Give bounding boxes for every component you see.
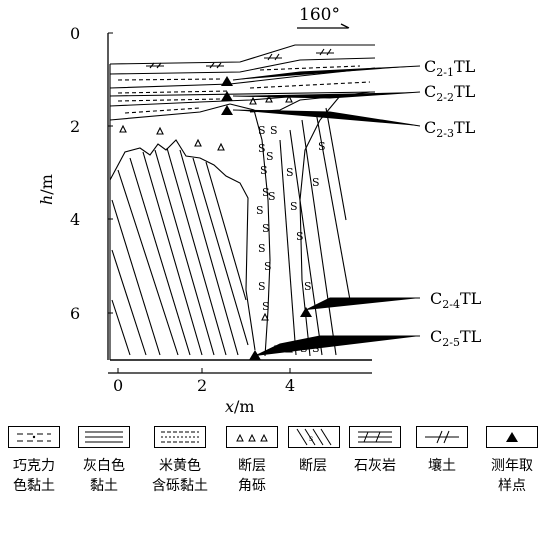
svg-text:S: S (258, 280, 266, 293)
sampling-point-icon (486, 426, 538, 448)
orientation-indicator: 160° (297, 5, 350, 29)
svg-text:S: S (318, 140, 326, 153)
sample-label-c2-4: C2-4TL (430, 289, 482, 311)
svg-text:S: S (290, 200, 298, 213)
sampling-points: C2-1TL C2-2TL C2-3TL C2-4TL C2-5TL (221, 57, 482, 360)
section-profile (109, 44, 376, 361)
svg-text:S: S (260, 164, 268, 177)
soil-marks (146, 48, 334, 69)
y-tick-2: 2 (70, 117, 80, 136)
svg-text:S: S (262, 186, 270, 199)
sample-point-c2-5 (249, 350, 261, 360)
svg-text:S: S (262, 222, 270, 235)
y-tick-4: 4 (70, 210, 80, 229)
legend-item-limestone: 石灰岩 (346, 426, 404, 476)
legend-item-sampling-point: 测年取样点 (482, 426, 542, 496)
legend-item-fault: s 断层 (288, 426, 340, 476)
legend-item-fault-breccia: 断层角砾 (222, 426, 282, 496)
svg-text:S: S (312, 176, 320, 189)
svg-text:S: S (258, 124, 266, 137)
limestone-bedding (111, 107, 351, 356)
svg-text:S: S (266, 150, 274, 163)
y-axis: 0 2 4 6 h/m (37, 24, 113, 360)
svg-text:S: S (286, 166, 294, 179)
sample-point-c2-4 (300, 307, 312, 317)
orientation-label: 160° (299, 5, 340, 25)
x-axis: 0 2 4 x/m (108, 368, 372, 416)
beige-gravelly-clay-icon (154, 426, 206, 448)
sample-label-c2-2: C2-2TL (424, 82, 476, 104)
y-axis-label: h/m (37, 174, 56, 205)
x-tick-2: 2 (197, 376, 207, 395)
sample-point-c2-2 (221, 91, 233, 101)
sample-point-c2-3 (221, 105, 233, 115)
fault-breccia-icon (226, 426, 278, 448)
legend-item-chocolate-clay: 巧克力色黏土 (4, 426, 64, 496)
geologic-section-diagram: 160° 0 2 4 6 h/m 0 2 4 x/m (37, 5, 482, 416)
svg-text:S: S (258, 142, 266, 155)
legend-item-beige-gravelly-clay: 米黄色含砾黏土 (146, 426, 214, 496)
y-tick-6: 6 (70, 304, 80, 323)
chocolate-clay-icon (8, 426, 60, 448)
legend-item-soil: 壤土 (414, 426, 470, 476)
sample-label-c2-5: C2-5TL (430, 327, 482, 349)
sample-label-c2-1: C2-1TL (424, 57, 476, 79)
fault-icon: s (288, 426, 340, 448)
legend-item-gray-white-clay: 灰白色黏土 (74, 426, 134, 496)
legend: 巧克力色黏土 灰白色黏土 米黄色含砾黏土 断层角砾 s 断层 石灰岩 壤土 (0, 426, 556, 536)
svg-text:S: S (268, 190, 276, 203)
svg-text:S: S (258, 242, 266, 255)
x-tick-4: 4 (285, 376, 295, 395)
x-tick-0: 0 (113, 376, 123, 395)
x-axis-label: x/m (225, 397, 255, 416)
sample-point-c2-1 (221, 76, 233, 86)
svg-text:S: S (264, 260, 272, 273)
gray-white-clay-icon (78, 426, 130, 448)
svg-text:S: S (262, 300, 270, 313)
y-tick-0: 0 (70, 24, 80, 43)
svg-text:s: s (309, 434, 313, 443)
svg-text:S: S (304, 280, 312, 293)
soil-icon (416, 426, 468, 448)
clay-marks (117, 65, 371, 114)
limestone-icon (349, 426, 401, 448)
svg-text:S: S (270, 124, 278, 137)
svg-text:S: S (256, 204, 264, 217)
svg-text:S: S (296, 230, 304, 243)
sample-label-c2-3: C2-3TL (424, 118, 476, 140)
